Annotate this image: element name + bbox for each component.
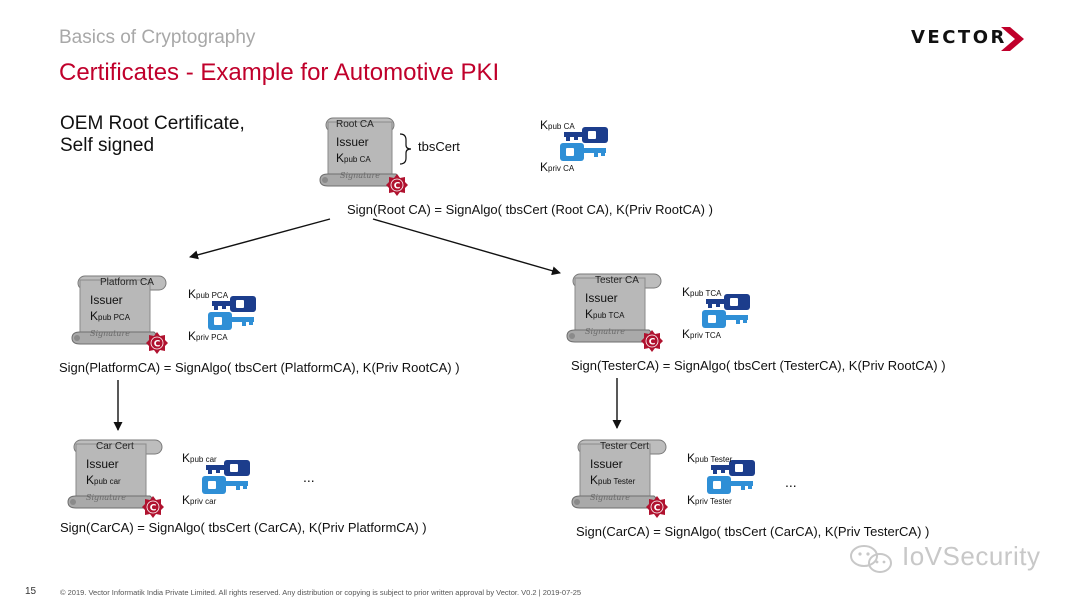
- public-key-label: Kpub TCA: [682, 285, 722, 299]
- public-key-label: Kpub PCA: [188, 287, 229, 301]
- cert-tester-ca: Tester CA Issuer Kpub TCA Signature C: [563, 272, 663, 352]
- certificate-scroll-icon: [566, 273, 662, 343]
- public-key-label: Kpub CA: [540, 118, 575, 132]
- wechat-watermark-icon: [850, 545, 892, 573]
- key-pair-icon: [208, 296, 256, 330]
- presentation-subtitle: Basics of Cryptography: [59, 27, 256, 48]
- certificate-seal-icon: C: [646, 496, 668, 518]
- cert-issuer-label: Issuer: [86, 457, 119, 471]
- cert-tester: Tester Cert Issuer Kpub Tester Signature…: [568, 438, 668, 518]
- certificate-seal-icon: C: [146, 332, 168, 354]
- arrow-root-to-tester: [372, 218, 561, 276]
- public-key-label: Kpub Tester: [687, 451, 733, 465]
- keypair-tester-ca: Kpub TCA Kpriv TCA: [682, 285, 802, 343]
- vector-logo-chevron-icon: [1001, 27, 1024, 51]
- cert-name: Car Cert: [96, 441, 134, 452]
- keypair-tester: Kpub Tester Kpriv Tester: [687, 451, 807, 509]
- vector-logo-text: VECTOR: [911, 27, 1007, 48]
- cert-platform-ca: Platform CA Issuer Kpub PCA Signature C: [68, 274, 168, 354]
- watermark-text: IoVSecurity: [902, 541, 1041, 571]
- cert-issuer-label: Issuer: [336, 135, 369, 149]
- public-key-label: Kpub car: [182, 451, 217, 465]
- more-certs-ellipsis: ...: [785, 474, 797, 490]
- cert-name: Tester CA: [595, 275, 639, 286]
- more-certs-ellipsis: ...: [303, 469, 315, 485]
- formula-tester-ca: Sign(TesterCA) = SignAlgo( tbsCert (Test…: [571, 358, 946, 373]
- key-pair-icon: [202, 460, 250, 494]
- cert-name: Platform CA: [100, 277, 154, 288]
- cert-public-key: Kpub CA: [336, 151, 371, 165]
- private-key-label: Kpriv CA: [540, 160, 575, 174]
- certificate-scroll-icon: [571, 439, 667, 509]
- tbscert-label: tbsCert: [418, 139, 460, 154]
- svg-text:C: C: [150, 504, 157, 514]
- footer-copyright: © 2019. Vector Informatik India Private …: [60, 588, 582, 597]
- cert-public-key: Kpub PCA: [90, 309, 131, 323]
- certificate-seal-icon: C: [641, 330, 663, 352]
- formula-platform-ca: Sign(PlatformCA) = SignAlgo( tbsCert (Pl…: [59, 360, 460, 375]
- cert-name: Root CA: [336, 119, 374, 130]
- cert-issuer-label: Issuer: [590, 457, 623, 471]
- cert-root-ca: Root CA Issuer Kpub CA Signature C: [316, 116, 408, 196]
- cert-name: Tester Cert: [600, 441, 649, 452]
- cert-signature-label: Signature: [340, 171, 381, 180]
- intro-line-2: Self signed: [60, 135, 155, 156]
- cert-public-key: Kpub car: [86, 473, 121, 487]
- formula-car-cert: Sign(CarCA) = SignAlgo( tbsCert (CarCA),…: [60, 520, 427, 535]
- cert-signature-label: Signature: [590, 493, 631, 502]
- svg-text:C: C: [649, 338, 656, 348]
- key-pair-icon: [702, 294, 750, 328]
- cert-issuer-label: Issuer: [585, 291, 618, 305]
- arrow-root-to-platform: [189, 218, 331, 260]
- private-key-label: Kpriv PCA: [188, 329, 228, 343]
- formula-tester-cert: Sign(CarCA) = SignAlgo( tbsCert (CarCA),…: [576, 524, 930, 539]
- private-key-label: Kpriv TCA: [682, 327, 721, 341]
- private-key-label: Kpriv Tester: [687, 493, 732, 507]
- cert-signature-label: Signature: [585, 327, 626, 336]
- certificate-scroll-icon: [71, 275, 167, 345]
- key-pair-icon: [560, 127, 608, 161]
- cert-public-key: Kpub Tester: [590, 473, 636, 487]
- keypair-root-ca: Kpub CA Kpriv CA: [540, 118, 660, 176]
- slide-title: Certificates - Example for Automotive PK…: [59, 59, 500, 86]
- certificate-seal-icon: C: [142, 496, 164, 518]
- key-pair-icon: [707, 460, 755, 494]
- cert-issuer-label: Issuer: [90, 293, 123, 307]
- keypair-platform-ca: Kpub PCA Kpriv PCA: [188, 287, 308, 345]
- svg-text:C: C: [654, 504, 661, 514]
- svg-text:C: C: [394, 182, 401, 192]
- keypair-car: Kpub car Kpriv car: [182, 451, 302, 509]
- certificate-scroll-icon: [319, 117, 399, 187]
- intro-text: OEM Root Certificate, Self signed: [60, 113, 245, 157]
- cert-signature-label: Signature: [86, 493, 127, 502]
- svg-text:C: C: [154, 340, 161, 350]
- certificate-scroll-icon: [67, 439, 163, 509]
- cert-public-key: Kpub TCA: [585, 307, 625, 321]
- certificate-seal-icon: C: [386, 174, 408, 196]
- cert-signature-label: Signature: [90, 329, 131, 338]
- intro-line-1: OEM Root Certificate,: [60, 113, 245, 134]
- private-key-label: Kpriv car: [182, 493, 217, 507]
- page-number: 15: [25, 586, 37, 597]
- formula-root-ca: Sign(Root CA) = SignAlgo( tbsCert (Root …: [347, 202, 713, 217]
- cert-car: Car Cert Issuer Kpub car Signature C: [64, 438, 164, 518]
